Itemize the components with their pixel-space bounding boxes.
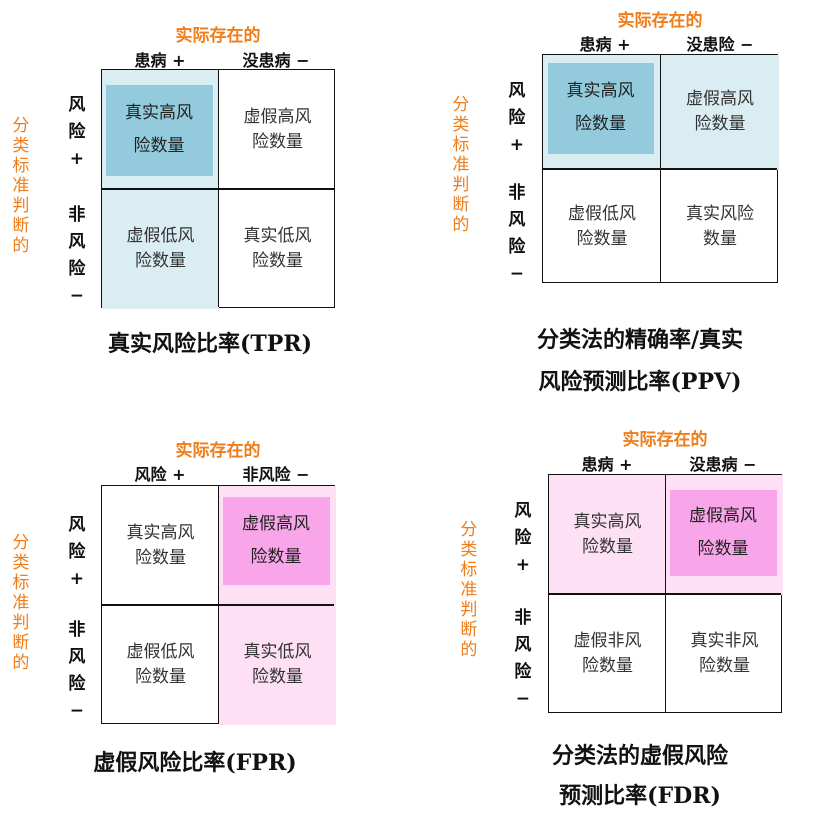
matrix-grid: 真实高风险数量虚假高风险数量虚假低风险数量真实风险数量: [542, 54, 779, 285]
cell-false-positive: 虚假高风险数量: [661, 55, 779, 170]
cell-false-negative: 虚假低风险数量: [543, 170, 661, 285]
row-header: 非风险−: [68, 620, 86, 721]
actual-label: 实际存在的: [622, 430, 708, 450]
cell-text: 虚假高风: [243, 106, 312, 127]
cell-false-positive: 虚假高风险数量: [219, 486, 336, 606]
cell-false-negative: 虚假低风险数量: [102, 189, 219, 309]
cell-text: 险数量: [694, 114, 746, 135]
column-header: 非风险 −: [242, 465, 310, 484]
grid-divider: [549, 593, 781, 595]
cell-text: 险数量: [575, 114, 626, 134]
cell-text: 真实低风: [243, 642, 312, 663]
cell-true-positive: 真实高风险数量: [102, 70, 219, 190]
cell-text: 险数量: [699, 656, 750, 677]
cell-text: 险数量: [133, 136, 185, 156]
actual-label: 实际存在的: [175, 441, 261, 461]
panel-title: 分类法的精确率/真实: [536, 327, 744, 353]
cell-text: 虚假高风: [689, 505, 757, 526]
cell-false-positive: 虚假高风险数量: [219, 70, 336, 190]
cell-text: 险数量: [250, 546, 302, 567]
cell-text: 险数量: [252, 131, 303, 152]
cell-text: 险数量: [252, 251, 303, 272]
cell-text: 险数量: [697, 538, 749, 559]
row-header: 风险+: [68, 515, 86, 589]
cell-true-positive: 真实高风险数量: [549, 475, 666, 595]
predicted-label: 分类标准判断的: [12, 533, 30, 673]
row-header: 风险+: [68, 95, 86, 169]
grid-divider: [102, 604, 334, 606]
cell-text: 险数量: [135, 547, 186, 568]
panel-title: 真实风险比率(TPR): [107, 331, 313, 357]
panel-title: 虚假风险比率(FPR): [93, 750, 297, 776]
panel-title: 风险预测比率(PPV): [538, 369, 742, 395]
cell-true-positive: 真实高风险数量: [543, 55, 661, 170]
cell-text: 险数量: [576, 228, 628, 249]
predicted-label: 分类标准判断的: [460, 520, 478, 660]
row-header: 风险+: [508, 81, 526, 155]
predicted-label: 分类标准判断的: [12, 116, 30, 256]
actual-label: 实际存在的: [175, 26, 261, 46]
column-header: 没患险 −: [686, 35, 754, 54]
cell-text: 虚假高风: [242, 513, 310, 534]
cell-text: 虚假低风: [126, 642, 195, 663]
cell-text: 险数量: [252, 667, 303, 688]
row-header: 非风险−: [508, 183, 526, 284]
cell-true-negative: 真实低风险数量: [219, 190, 336, 310]
column-header: 风险 +: [134, 465, 186, 484]
highlight-box: 真实高风险数量: [105, 84, 213, 176]
cell-true-negative: 真实非风险数量: [666, 595, 783, 715]
predicted-label: 分类标准判断的: [452, 95, 470, 235]
cell-false-positive: 虚假高风险数量: [666, 475, 783, 595]
column-header: 患病 +: [579, 35, 631, 54]
highlight-box: 虚假高风险数量: [669, 489, 777, 576]
cell-text: 数量: [703, 228, 737, 249]
panel-title: 预测比率(FDR): [559, 783, 721, 809]
cell-text: 真实非风: [690, 631, 759, 652]
column-header: 没患病 −: [689, 455, 757, 474]
row-header: 非风险−: [68, 205, 86, 306]
cell-text: 真实高风: [126, 522, 195, 543]
cell-text: 险数量: [135, 251, 186, 272]
cell-text: 险数量: [135, 667, 186, 688]
column-header: 患病 +: [134, 51, 186, 70]
cell-text: 险数量: [582, 536, 633, 557]
cell-text: 真实高风: [125, 103, 193, 123]
row-header: 风险+: [514, 501, 532, 575]
cell-false-negative: 虚假低风险数量: [102, 606, 219, 726]
highlight-box: 真实高风险数量: [547, 62, 654, 154]
matrix-grid: 真实高风险数量虚假高风险数量虚假低风险数量真实低风险数量: [101, 485, 336, 726]
matrix-grid: 真实高风险数量虚假高风险数量虚假低风险数量真实低风险数量: [101, 69, 336, 310]
grid-divider: [543, 168, 777, 170]
cell-text: 真实高风: [566, 81, 635, 101]
actual-label: 实际存在的: [617, 11, 703, 31]
cell-text: 虚假高风: [686, 89, 754, 110]
row-header: 非风险−: [514, 608, 532, 709]
cell-text: 虚假低风: [126, 226, 195, 247]
cell-text: 真实低风: [243, 226, 312, 247]
highlight-box: 虚假高风险数量: [222, 496, 330, 585]
column-header: 没患病 −: [242, 51, 310, 70]
cell-true-negative: 真实低风险数量: [219, 605, 336, 725]
cell-true-positive: 真实高风险数量: [102, 486, 219, 606]
cell-text: 真实风险: [686, 203, 754, 224]
cell-text: 虚假低风: [568, 203, 636, 224]
panel-title: 分类法的虚假风险: [551, 743, 729, 769]
cell-text: 险数量: [582, 656, 633, 677]
cell-text: 虚假非风: [573, 631, 642, 652]
cell-true-negative: 真实风险数量: [661, 170, 779, 285]
grid-divider: [102, 188, 334, 190]
cell-false-negative: 虚假非风险数量: [549, 595, 666, 715]
column-header: 患病 +: [581, 455, 633, 474]
matrix-grid: 真实高风险数量虚假高风险数量虚假非风险数量真实非风险数量: [548, 474, 783, 715]
cell-text: 真实高风: [573, 511, 642, 532]
